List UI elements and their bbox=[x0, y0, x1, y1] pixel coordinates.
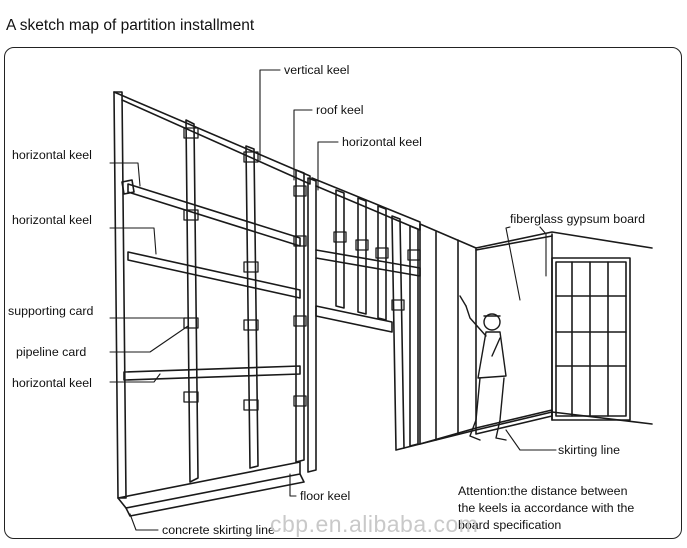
stud-1 bbox=[185, 119, 199, 483]
label-supporting-card: supporting card bbox=[8, 304, 94, 318]
watermark: cbp.en.alibaba.com bbox=[270, 511, 479, 537]
stud-3 bbox=[295, 169, 305, 463]
label-horizontal-keel-3: horizontal keel bbox=[12, 376, 92, 390]
attention-line-3: board specification bbox=[458, 518, 562, 532]
label-fiberglass-gypsum-board: fiberglass gypsum board bbox=[510, 212, 645, 226]
label-floor-keel: floor keel bbox=[300, 489, 351, 503]
page-title: A sketch map of partition installment bbox=[6, 17, 255, 34]
label-horizontal-keel-2: horizontal keel bbox=[12, 213, 92, 227]
label-skirting-line: skirting line bbox=[558, 443, 620, 457]
attention-line-2: the keels ia accordance with the bbox=[458, 501, 635, 515]
left-edge-post bbox=[113, 91, 127, 499]
label-vertical-keel: vertical keel bbox=[284, 63, 350, 77]
label-roof-keel: roof keel bbox=[316, 103, 364, 117]
door-header bbox=[315, 305, 393, 333]
worker-figure bbox=[459, 295, 507, 441]
top-runner bbox=[113, 91, 311, 185]
fiberglass-gypsum-board-panel bbox=[419, 223, 477, 445]
diagram-frame bbox=[4, 47, 682, 539]
horizontal-keel-upper bbox=[127, 183, 301, 247]
skirting-line-strip bbox=[475, 409, 553, 435]
door-jamb bbox=[391, 215, 405, 451]
horizontal-keel-middle bbox=[127, 251, 301, 299]
horizontal-keel-lower bbox=[123, 365, 301, 381]
label-pipeline-card: pipeline card bbox=[16, 345, 87, 359]
stud-2 bbox=[245, 145, 259, 469]
attention-line-1: Attention:the distance between bbox=[458, 484, 628, 498]
label-horizontal-keel-1: horizontal keel bbox=[12, 148, 92, 162]
attention-note: Attention:the distance between the keels… bbox=[458, 483, 634, 534]
label-concrete-skirting-line: concrete skirting line bbox=[162, 523, 275, 537]
right-frame-outer bbox=[551, 257, 631, 421]
label-horizontal-keel-top: horizontal keel bbox=[342, 135, 422, 149]
